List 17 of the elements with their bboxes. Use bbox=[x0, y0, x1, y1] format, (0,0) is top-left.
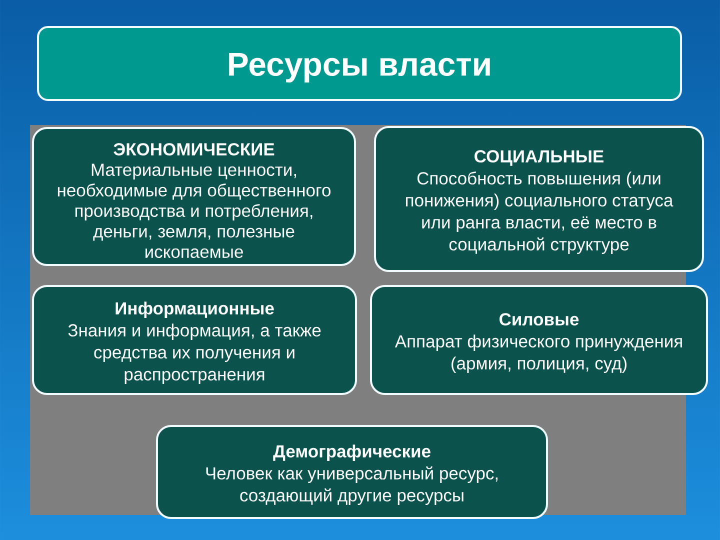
description-text: Аппарат физического принуждения (армия, полиция, суд) bbox=[394, 334, 682, 373]
resource-box bbox=[374, 126, 704, 272]
resource-box bbox=[156, 425, 548, 519]
category-heading: ЭКОНОМИЧЕСКИЕ bbox=[114, 143, 274, 156]
description-text: Способность повышения (или понижения) социального статуса или ранга власти, её место в социальной структуре bbox=[406, 172, 674, 254]
title-text: Ресурсы власти bbox=[229, 52, 490, 82]
category-heading: СОЦИАЛЬНЫЕ bbox=[474, 150, 604, 166]
description-text: Материальные ценности, необходимые для общественного производства и потребления, деньги, земля, полезные ископаемые bbox=[58, 164, 330, 258]
description-text: Человек как универсальный ресурс, создающий другие ресурсы bbox=[206, 466, 498, 505]
category-heading: Силовые bbox=[500, 313, 579, 326]
resource-box bbox=[370, 285, 708, 395]
title-banner bbox=[37, 26, 682, 101]
category-heading: Демографические bbox=[273, 444, 430, 461]
resource-box bbox=[32, 285, 357, 395]
resource-box bbox=[32, 127, 356, 266]
description-text: Знания и информация, а также средства их получения и распространения bbox=[68, 324, 321, 384]
category-heading: Информационные bbox=[116, 302, 274, 318]
